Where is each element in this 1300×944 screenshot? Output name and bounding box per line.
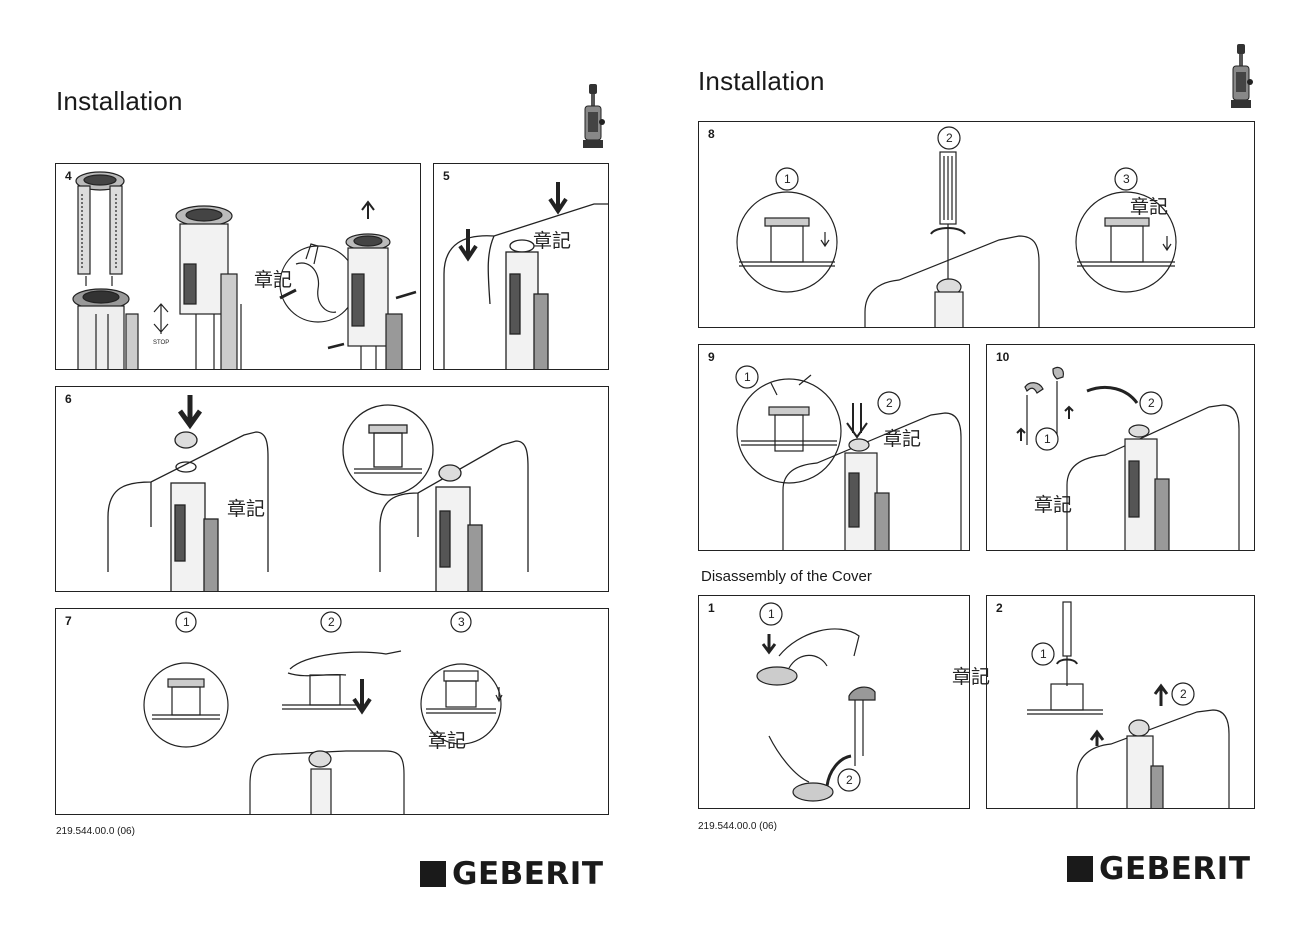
step-label: 1 xyxy=(183,615,190,629)
step-label: 2 xyxy=(846,773,853,787)
step-label: 3 xyxy=(1123,172,1130,186)
step-label: 1 xyxy=(1040,647,1047,661)
panel-step-7: 7 xyxy=(55,608,609,815)
step-label: 2 xyxy=(886,396,893,410)
stop-label: STOP xyxy=(153,340,169,346)
panel-step-5: 5 xyxy=(433,163,609,370)
left-page: Installation 4 xyxy=(55,84,609,892)
brand-logo: GEBERIT xyxy=(1067,851,1250,887)
illustration-rod-insert: 1 2 xyxy=(1016,366,1240,550)
panel-disassembly-1: 1 1 2 xyxy=(698,595,970,809)
step-label: 2 xyxy=(1180,687,1187,701)
logo-square-icon xyxy=(420,861,446,887)
illustration-button-fit: 1 2 xyxy=(735,365,962,550)
panel-step-9: 9 1 2 xyxy=(698,344,970,551)
stamp-mark: 章記 xyxy=(883,428,922,450)
step-label: 1 xyxy=(768,607,775,621)
logo-square-icon xyxy=(1067,856,1093,882)
panel-number: 1 xyxy=(708,601,715,615)
document-code: 219.544.00.0 (06) xyxy=(698,821,777,832)
panel-number: 2 xyxy=(996,601,1003,615)
illustration-screw-adjust: 1 2 3 xyxy=(736,126,1177,327)
page-title: Installation xyxy=(56,86,183,116)
brand-logo: GEBERIT xyxy=(420,856,603,892)
panel-number: 7 xyxy=(65,614,72,628)
illustration-push-button-insert xyxy=(107,395,529,591)
panel-step-4: 4 xyxy=(55,163,421,370)
brand-name: GEBERIT xyxy=(1099,851,1251,887)
step-label: 2 xyxy=(328,615,335,629)
stamp-mark: 章記 xyxy=(227,498,266,520)
illustration-button-adjust: 1 2 3 xyxy=(143,611,503,814)
stamp-mark: 章記 xyxy=(952,666,991,688)
panel-number: 5 xyxy=(443,169,450,183)
step-label: 1 xyxy=(744,370,751,384)
panel-step-10: 10 1 2 xyxy=(986,344,1255,551)
document-code: 219.544.00.0 (06) xyxy=(56,826,135,837)
panel-number: 4 xyxy=(65,169,72,183)
brand-name: GEBERIT xyxy=(452,856,604,892)
step-label: 2 xyxy=(946,131,953,145)
step-label: 3 xyxy=(458,615,465,629)
right-page: Installation 8 xyxy=(650,0,1300,944)
illustration-cover-assembly: STOP xyxy=(72,171,417,369)
fill-valve-icon xyxy=(583,84,605,148)
panel-number: 8 xyxy=(708,127,715,141)
stamp-mark: 章記 xyxy=(1034,494,1073,516)
fill-valve-icon xyxy=(1231,44,1253,108)
stamp-mark: 章記 xyxy=(533,230,572,252)
step-label: 1 xyxy=(1044,432,1051,446)
panel-disassembly-2: 2 1 2 xyxy=(986,595,1255,809)
section-heading: Disassembly of the Cover xyxy=(701,568,872,585)
step-label: 1 xyxy=(784,172,791,186)
stamp-mark: 章記 xyxy=(254,269,293,291)
illustration-cover-lift: 1 2 xyxy=(1027,601,1230,808)
panel-step-6: 6 xyxy=(55,386,609,592)
panel-number: 9 xyxy=(708,350,715,364)
stamp-mark: 章記 xyxy=(1130,196,1169,218)
illustration-cistern-lid-press xyxy=(443,182,608,369)
illustration-cover-remove: 1 2 xyxy=(756,602,876,802)
panel-number: 10 xyxy=(996,350,1010,364)
panel-number: 6 xyxy=(65,392,72,406)
panel-step-8: 8 xyxy=(698,121,1255,328)
page-title: Installation xyxy=(698,66,825,96)
stamp-mark: 章記 xyxy=(428,730,467,752)
step-label: 2 xyxy=(1148,396,1155,410)
